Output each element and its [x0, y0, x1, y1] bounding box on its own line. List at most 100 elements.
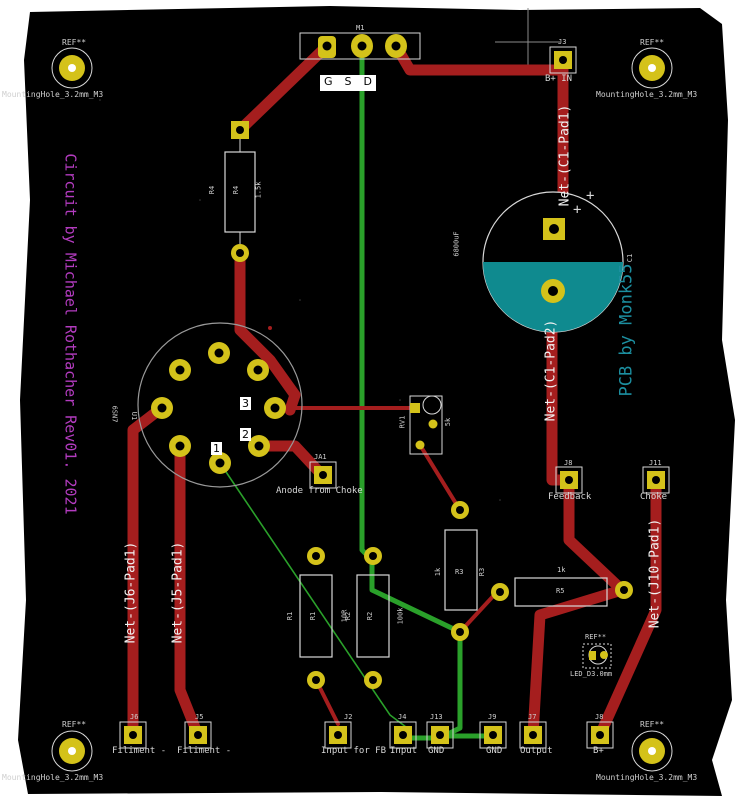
- connector-pads: [119, 46, 670, 749]
- j7-ref: J7: [528, 713, 537, 721]
- j8-ref: J8: [595, 713, 604, 721]
- choke-label: Choke: [640, 492, 668, 502]
- pad-j2: [324, 721, 352, 749]
- mounting-hole-br-value: MountingHole_3.2mm_M3: [596, 773, 698, 782]
- ja1-label: Anode from Choke: [276, 486, 363, 496]
- pcb-credit: PCB by Monk55: [616, 263, 637, 397]
- resistor-r4: [224, 121, 256, 262]
- c1-ref: C1: [626, 253, 635, 263]
- resistor-r2: [356, 547, 390, 689]
- j7-label: Output: [520, 746, 553, 756]
- j5-ref: J5: [195, 713, 204, 721]
- pad-j13: [426, 721, 454, 749]
- mounting-hole-bl-value: MountingHole_3.2mm_M3: [2, 773, 104, 782]
- j9-ref: J9: [488, 713, 497, 721]
- mounting-hole-tr-ref: REF**: [640, 38, 665, 47]
- j13-ref: J13: [430, 713, 443, 721]
- capacitor-c1: + +: [482, 188, 624, 333]
- drain-pin-label: D: [363, 75, 372, 91]
- rv1-ref: RV1: [398, 415, 407, 429]
- c1-value: 6800uF: [452, 231, 461, 257]
- led-value: LED_D3.0mm: [570, 670, 613, 678]
- pad-jfb: [555, 466, 583, 494]
- svg-text:+: +: [573, 202, 581, 218]
- tube-socket-u1: [137, 322, 303, 488]
- r4-ref-outer: R4: [208, 185, 217, 195]
- resistor-r1: [299, 547, 333, 689]
- pad-j6: [119, 721, 147, 749]
- mounting-hole-tr: [631, 47, 673, 89]
- front-copper-thin: [276, 406, 499, 726]
- j2-ref: J2: [344, 713, 353, 721]
- tube-pin-2-label: 2: [240, 428, 251, 441]
- led-footprint: [582, 643, 612, 669]
- mounting-holes: [51, 47, 673, 772]
- net-j6-pad1: Net-(J6-Pad1): [123, 541, 139, 644]
- j6-ref: J6: [130, 713, 139, 721]
- j4-ref: J4: [398, 713, 407, 721]
- led-ref: REF**: [585, 633, 607, 641]
- pad-j7: [519, 721, 547, 749]
- choke-ref: J11: [649, 459, 662, 467]
- source-pin-label: S: [344, 75, 352, 91]
- j8-label: B+: [593, 746, 604, 756]
- feedback-ref: J8: [564, 459, 573, 467]
- mosfet-m1: [299, 32, 421, 60]
- crosshair-icon: [495, 8, 560, 75]
- ja1-ref: JA1: [314, 453, 327, 461]
- r3-value: 1k: [434, 567, 443, 577]
- pad-ja1: [309, 461, 337, 489]
- pad-j9: [479, 721, 507, 749]
- j4-label: Input: [390, 746, 418, 756]
- r2-ref-outer: R2: [344, 611, 353, 621]
- circuit-credit: Circuit by Michael Rothacher Rev01. 2021: [61, 153, 80, 515]
- j13-label: GND: [428, 746, 445, 756]
- tube-pin-1-label: 1: [211, 442, 222, 455]
- mounting-hole-br-ref: REF**: [640, 720, 665, 729]
- j9-label: GND: [486, 746, 503, 756]
- pad-j11: [642, 466, 670, 494]
- net-j10-pad1: Net-(J10-Pad1): [647, 518, 663, 629]
- resistor-r3: [444, 501, 478, 641]
- r2-value: 100k: [396, 607, 405, 625]
- mounting-hole-tl-ref: REF**: [62, 38, 87, 47]
- svg-text:+: +: [586, 188, 594, 204]
- mounting-hole-br: [631, 730, 673, 772]
- j5-label: Filiment -: [177, 746, 232, 756]
- j2-label: Input for FB: [321, 746, 387, 756]
- r1-ref-outer: R1: [286, 611, 295, 621]
- r5-value: 1k: [557, 566, 566, 574]
- mounting-hole-bl: [51, 730, 93, 772]
- net-c1-pad2: Net-(C1-Pad2): [543, 319, 559, 422]
- mounting-hole-bl-ref: REF**: [62, 720, 87, 729]
- trimpot-rv1: [409, 395, 443, 455]
- tube-ref: U1: [130, 411, 139, 421]
- r1-ref: R1: [309, 611, 318, 621]
- mounting-hole-tr-value: MountingHole_3.2mm_M3: [596, 90, 698, 99]
- pad-j3: [549, 46, 577, 74]
- r4-value: 1.5k: [254, 181, 263, 199]
- r2-ref: R2: [366, 611, 375, 621]
- r4-ref: R4: [232, 185, 241, 195]
- mounting-hole-tl-value: MountingHole_3.2mm_M3: [2, 90, 104, 99]
- j6-label: Filiment -: [112, 746, 167, 756]
- feedback-label: Feedback: [548, 492, 592, 502]
- thin-green-trace: [219, 462, 411, 731]
- net-j5-pad1: Net-(J5-Pad1): [170, 541, 186, 644]
- tube-pin-3-label: 3: [240, 397, 251, 410]
- tube-value: 6SN7: [110, 405, 119, 423]
- mosfet-pin-labels: G S D: [320, 75, 376, 91]
- r3-ref: R3: [455, 568, 464, 576]
- r5-ref: R5: [556, 587, 565, 595]
- pad-j5: [184, 721, 212, 749]
- net-c1-pad1: Net-(C1-Pad1): [557, 104, 573, 207]
- pad-j4: [389, 721, 417, 749]
- pad-j8: [586, 721, 614, 749]
- j3-ref: J3: [558, 38, 567, 46]
- rv1-value: 5k: [444, 417, 453, 427]
- resistor-r5: [491, 577, 633, 607]
- r3-ref-outer: R3: [478, 567, 487, 577]
- mounting-hole-tl: [51, 47, 93, 89]
- j3-label: B+ IN: [545, 74, 573, 84]
